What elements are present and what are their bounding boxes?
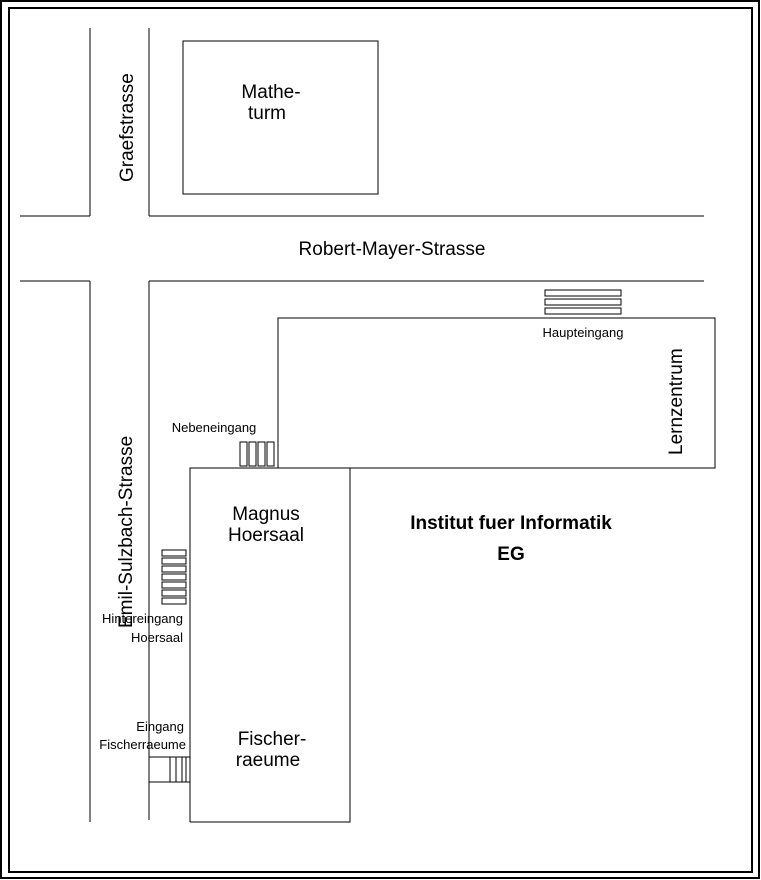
nebeneingang-stairs bbox=[239, 441, 275, 467]
fischerraeume-label-line1: Fischer- bbox=[238, 729, 307, 750]
graefstrasse-label: Graefstrasse bbox=[117, 73, 138, 182]
stair-step bbox=[544, 298, 622, 306]
matheturm-label-line1: Mathe- bbox=[241, 82, 300, 103]
stair-step bbox=[161, 565, 187, 573]
stair-step bbox=[161, 549, 187, 557]
stair-step bbox=[544, 289, 622, 297]
stair-step bbox=[161, 581, 187, 589]
buildings bbox=[182, 40, 716, 823]
lernzentrum-label: Lernzentrum bbox=[666, 348, 687, 455]
haupteingang-label: Haupteingang bbox=[543, 325, 624, 340]
inner-frame bbox=[8, 7, 753, 873]
fischerraeume-entrance-label-line1: Eingang bbox=[136, 719, 184, 734]
magnus-label-line1: Magnus bbox=[232, 504, 300, 525]
stair-step bbox=[239, 441, 248, 467]
haupteingang-stairs bbox=[544, 289, 622, 315]
stair-step bbox=[544, 307, 622, 315]
matheturm-building bbox=[182, 40, 379, 195]
stair-step bbox=[161, 589, 187, 597]
stair-step bbox=[161, 573, 187, 581]
fischerraeume-entrance-label-line2: Fischerraeume bbox=[99, 737, 186, 752]
matheturm-label-line2: turm bbox=[248, 103, 286, 124]
lernzentrum-building bbox=[277, 317, 716, 469]
stair-step bbox=[248, 441, 257, 467]
emil-sulzbach-strasse-label: Emil-Sulzbach-Strasse bbox=[116, 436, 137, 628]
magnus-label-line2: Hoersaal bbox=[228, 525, 304, 546]
robert-mayer-strasse-label: Robert-Mayer-Strasse bbox=[299, 239, 486, 260]
stair-step bbox=[161, 557, 187, 565]
hintereingang-label-line2: Hoersaal bbox=[131, 630, 183, 645]
floor-label: EG bbox=[497, 544, 524, 565]
nebeneingang-label: Nebeneingang bbox=[172, 420, 257, 435]
fischerraeume-entrance bbox=[149, 756, 190, 783]
hintereingang-label-line1: Hintereingang bbox=[102, 611, 183, 626]
street-lines bbox=[20, 28, 704, 822]
stair-step bbox=[266, 441, 275, 467]
institute-title: Institut fuer Informatik bbox=[410, 513, 612, 534]
hintereingang-stairs bbox=[161, 549, 187, 605]
hoersaal-building bbox=[189, 467, 351, 823]
fischerraeume-label-line2: raeume bbox=[236, 750, 300, 771]
stair-step bbox=[257, 441, 266, 467]
stair-step bbox=[161, 597, 187, 605]
